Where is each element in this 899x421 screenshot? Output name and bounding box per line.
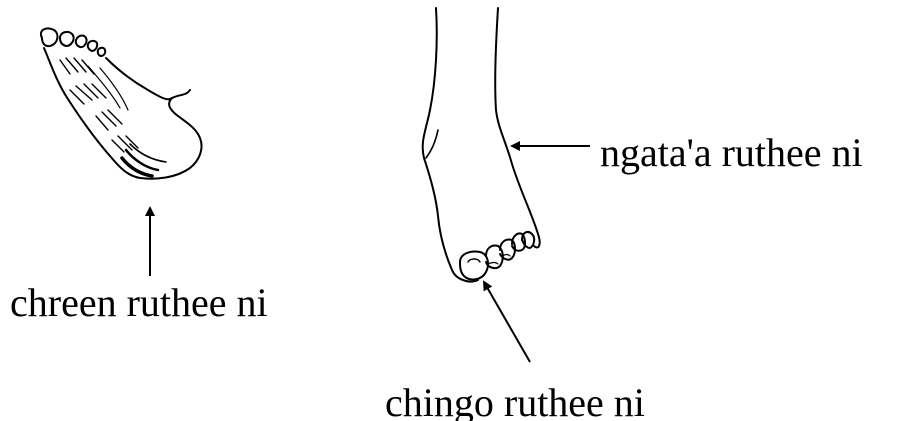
sole-label: chreen ruthee ni bbox=[10, 283, 268, 323]
top-foot-illustration bbox=[423, 8, 540, 282]
top-of-foot-label: ngata'a ruthee ni bbox=[600, 133, 863, 173]
toe-arrow bbox=[484, 282, 530, 362]
sole-foot-illustration bbox=[41, 28, 202, 178]
toe-label: chingo ruthee ni bbox=[385, 383, 645, 421]
